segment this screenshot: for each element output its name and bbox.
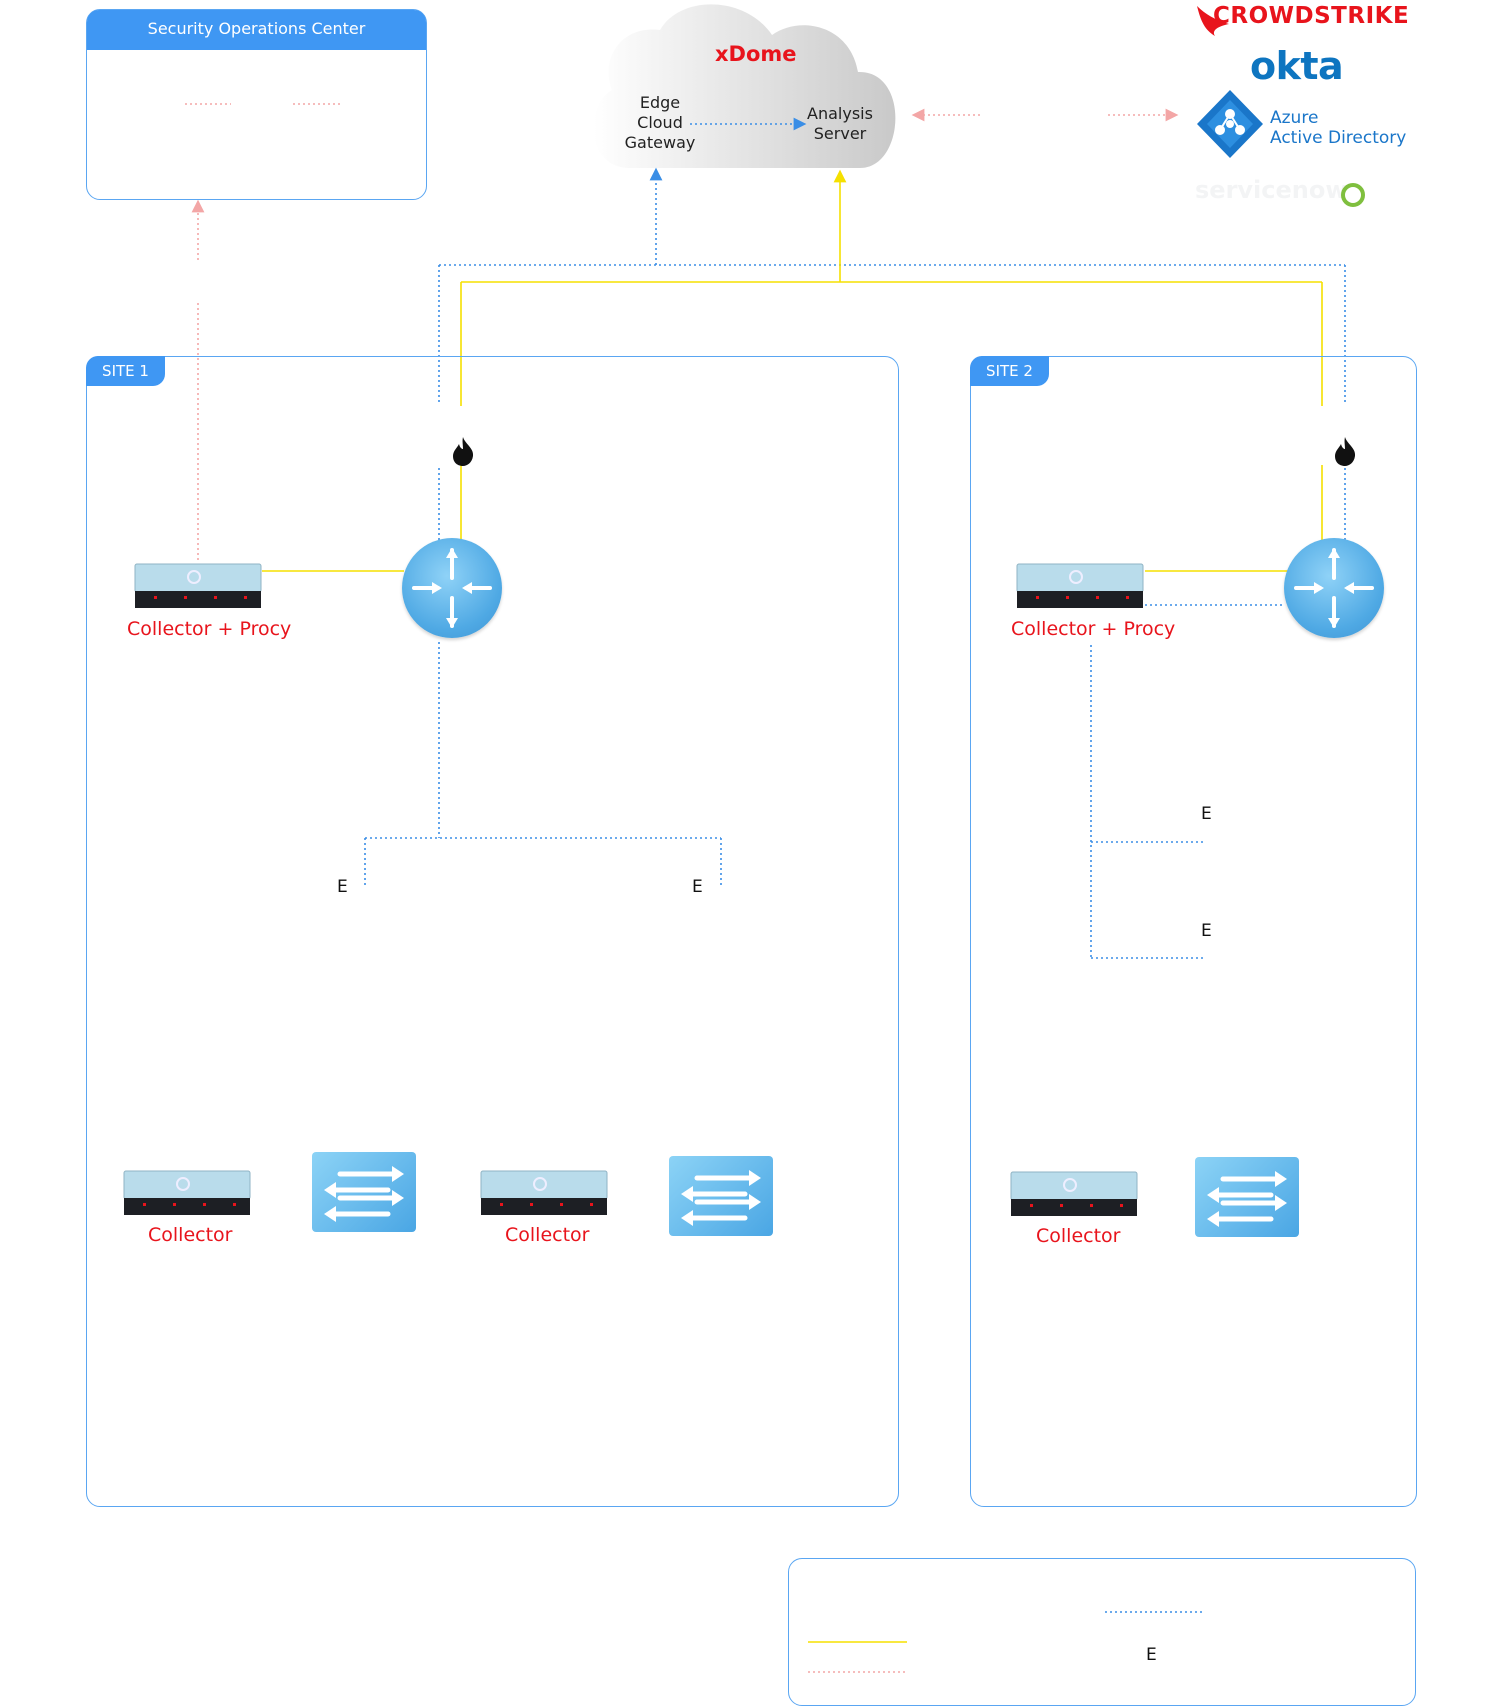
site1-collector-proxy-icon xyxy=(134,563,262,609)
site2-collector-proxy-label: Collector + Procy xyxy=(1011,618,1176,640)
site2-endpoint-bottom: E xyxy=(1201,921,1212,941)
analysis-server: Analysis Server xyxy=(807,104,873,143)
site1-endpoint-left: E xyxy=(337,877,348,897)
legend-panel xyxy=(788,1558,1416,1706)
site2-collector-label: Collector xyxy=(1036,1225,1121,1247)
site1-collector-proxy-label: Collector + Procy xyxy=(127,618,292,640)
servicenow-o-icon xyxy=(1341,183,1365,207)
falcon-icon xyxy=(1197,6,1229,36)
site2-collector-icon xyxy=(1010,1171,1138,1217)
okta-logo: okta xyxy=(1250,44,1344,88)
site1-tab: SITE 1 xyxy=(86,356,165,386)
edge-cloud-gateway: Edge Cloud Gateway xyxy=(624,93,696,152)
soc-panel: Security Operations Center xyxy=(86,9,427,200)
site2-tab: SITE 2 xyxy=(970,356,1049,386)
site1-panel: SITE 1 xyxy=(86,356,899,1507)
servicenow-logo: servicenow xyxy=(1195,176,1395,210)
site1-router-icon xyxy=(402,538,502,638)
soc-title: Security Operations Center xyxy=(87,10,426,50)
site2-panel: SITE 2 xyxy=(970,356,1417,1507)
azure-ad-logo: Azure Active Directory xyxy=(1195,88,1415,160)
cloud-shape xyxy=(593,4,896,169)
cloud-title: xDome xyxy=(715,42,797,66)
site2-firewall-icon xyxy=(1332,436,1358,466)
site1-collector-a-label: Collector xyxy=(148,1224,233,1246)
legend-endpoint-label: E xyxy=(1146,1645,1157,1665)
site2-router-icon xyxy=(1284,538,1384,638)
site1-collector-a-icon xyxy=(123,1170,251,1216)
site1-switch-b-icon xyxy=(669,1156,773,1236)
crowdstrike-logo: CROWDSTRIKE xyxy=(1195,2,1409,38)
site2-switch-icon xyxy=(1195,1157,1299,1237)
site2-collector-proxy-icon xyxy=(1016,563,1144,609)
site2-endpoint-top: E xyxy=(1201,804,1212,824)
site1-switch-a-icon xyxy=(312,1152,416,1232)
azure-diamond-icon xyxy=(1197,90,1263,158)
site1-collector-b-label: Collector xyxy=(505,1224,590,1246)
site1-endpoint-right: E xyxy=(692,877,703,897)
site1-collector-b-icon xyxy=(480,1170,608,1216)
site1-firewall-icon xyxy=(450,436,476,466)
